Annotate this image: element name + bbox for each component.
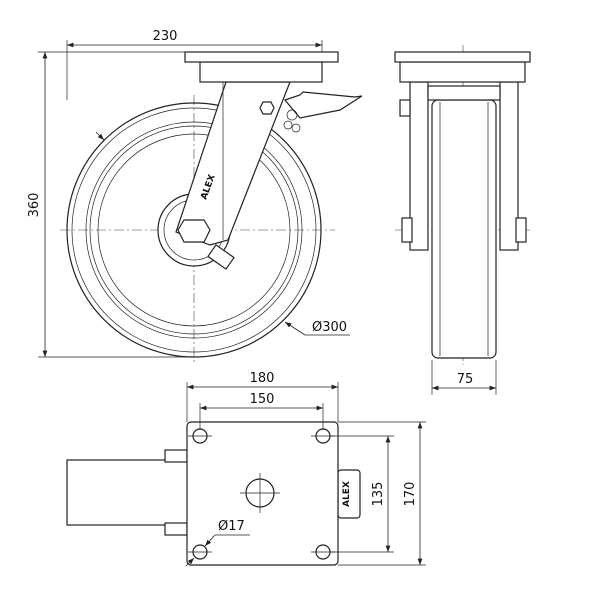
plate-height-dimension: 170 — [403, 482, 418, 507]
front-view: ALEX 230 360 Ø300 — [27, 29, 363, 365]
wheel-top — [66, 459, 193, 526]
hole-diameter-label: Ø17 — [218, 519, 245, 534]
swivel-plate — [199, 61, 323, 83]
fork-leg-right — [499, 81, 519, 251]
plate-width-dimension: 180 — [250, 371, 275, 386]
axle-nut — [177, 219, 211, 243]
top-view: ALEX 180 150 135 170 Ø17 — [66, 371, 426, 567]
fork-leg-left — [409, 81, 429, 251]
base-plate — [186, 421, 339, 566]
height-dimension: 360 — [27, 193, 42, 218]
brand-logo: ALEX — [342, 481, 352, 507]
axle-clip — [207, 244, 235, 270]
wheel-width-dimension: 75 — [457, 372, 474, 387]
hole-spacing-x-dimension: 150 — [250, 392, 275, 407]
hole-spacing-y-dimension: 135 — [371, 482, 386, 507]
brake-pedal — [283, 91, 363, 119]
wheel-side — [431, 99, 497, 359]
kingpin-nut — [259, 101, 275, 115]
top-plate — [184, 51, 339, 63]
width-dimension: 230 — [153, 29, 178, 44]
side-view: 75 — [394, 45, 531, 395]
wheel-diameter-label: Ø300 — [312, 320, 347, 335]
